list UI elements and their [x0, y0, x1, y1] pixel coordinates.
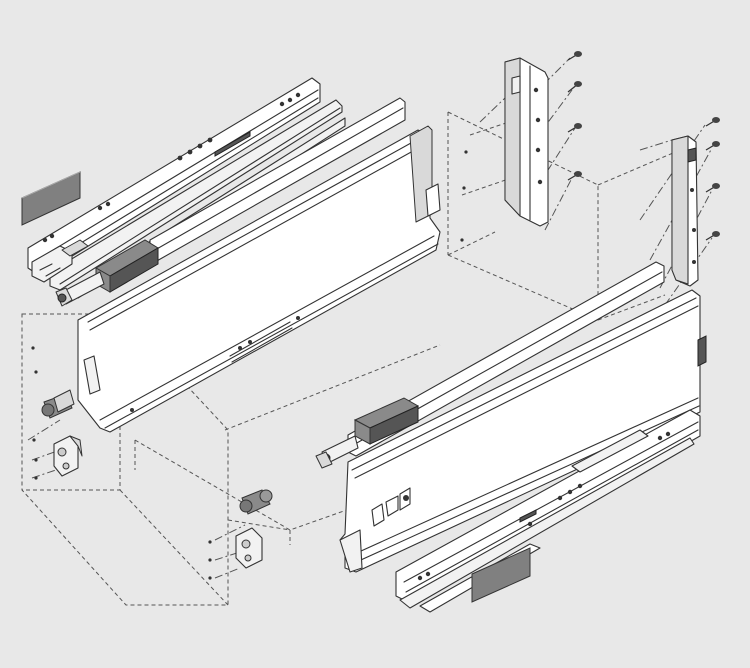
- left-label-plate: [21, 171, 81, 226]
- front-fixing-bracket-right: [235, 489, 273, 569]
- screw: [705, 231, 720, 241]
- right-rear-bracket: [671, 135, 699, 287]
- right-drawer-side-panel: [315, 261, 707, 573]
- left-drawer-side-panel: [55, 97, 441, 433]
- front-fixing-bracket-left: [41, 389, 83, 477]
- screw: [705, 117, 720, 127]
- screw: [567, 123, 582, 133]
- screw: [705, 141, 720, 151]
- screw: [705, 183, 720, 193]
- screw: [567, 171, 582, 181]
- right-label-plate: [471, 547, 531, 603]
- right-runner-rail: [395, 409, 701, 613]
- screws: [567, 51, 720, 241]
- screw: [567, 51, 582, 61]
- left-rear-bracket: [504, 57, 549, 227]
- screw: [567, 81, 582, 93]
